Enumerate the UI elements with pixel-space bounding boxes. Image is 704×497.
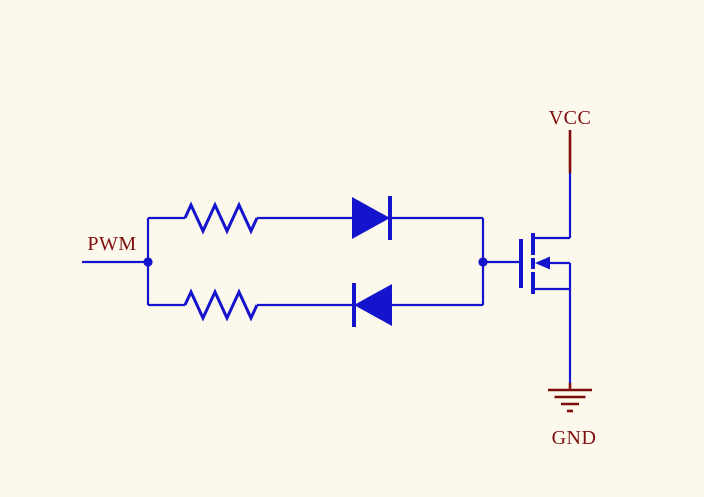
diode-top-triangle bbox=[352, 197, 390, 239]
nmos-transistor[interactable] bbox=[519, 233, 572, 294]
pwm-label[interactable]: PWM bbox=[87, 233, 136, 255]
diode-top[interactable] bbox=[352, 196, 392, 240]
junction-dot-left bbox=[143, 257, 153, 267]
diode-bottom[interactable] bbox=[352, 283, 392, 327]
vcc-power-port[interactable]: VCC bbox=[549, 107, 592, 173]
vcc-label: VCC bbox=[549, 107, 592, 129]
resistor-bottom-zigzag bbox=[183, 288, 259, 322]
resistor-bottom[interactable] bbox=[183, 288, 259, 322]
junction-dot-right bbox=[478, 257, 488, 267]
gnd-label: GND bbox=[552, 427, 597, 449]
mosfet-bulk-arrow bbox=[535, 256, 550, 270]
resistor-top-zigzag bbox=[183, 201, 259, 235]
resistor-top[interactable] bbox=[183, 201, 259, 235]
diode-bottom-triangle bbox=[354, 284, 392, 326]
gnd-power-port[interactable]: GND bbox=[548, 383, 596, 449]
